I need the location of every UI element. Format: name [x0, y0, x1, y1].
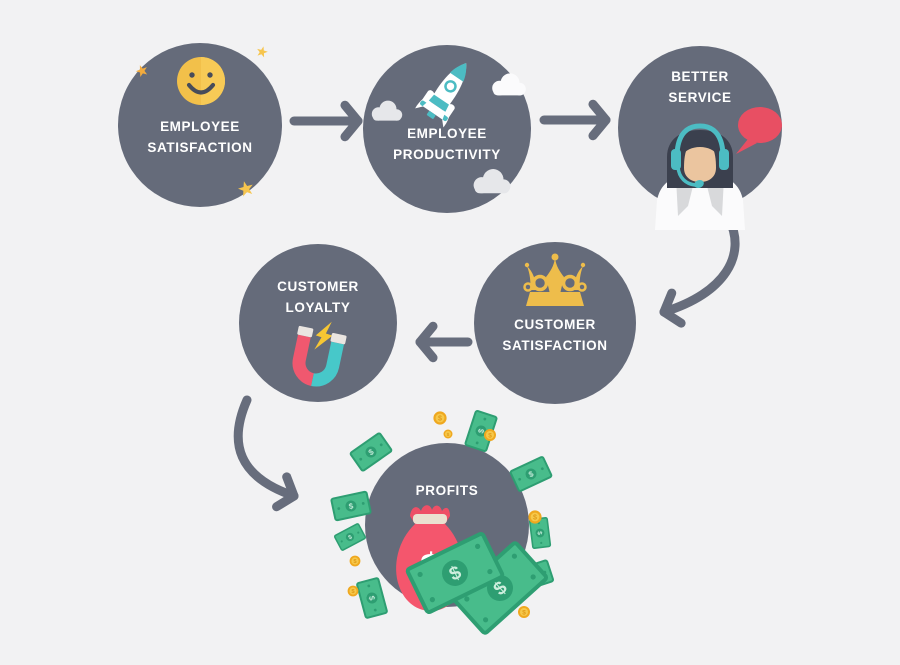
- coin-icon: [518, 606, 530, 618]
- node-circle-customer-loyalty: [239, 244, 397, 402]
- arrow-curved-down-left: [659, 214, 740, 328]
- rocket-icon: [415, 63, 467, 128]
- smiley-face-icon: [177, 57, 225, 105]
- coin-icon: [349, 555, 361, 567]
- coin-icon: [484, 429, 496, 441]
- coin-icon: [433, 411, 447, 425]
- dollar-bill-icon: [348, 431, 394, 473]
- coin-icon: [443, 429, 453, 439]
- node-circle-employee-satisfaction: [118, 43, 282, 207]
- crown-icon: [523, 253, 587, 306]
- arrow-curved-down-right: [233, 395, 299, 512]
- dollar-bill-icon: [509, 455, 553, 493]
- dollar-bill-icon: [355, 576, 389, 620]
- speech-bubble-icon: [736, 107, 782, 154]
- magnet-icon: [292, 325, 347, 387]
- lightning-bolt-icon: [314, 321, 333, 350]
- dollar-bill-icon: [330, 490, 372, 522]
- coin-icon: [528, 510, 542, 524]
- dollar-bill-icon: [333, 522, 367, 552]
- coin-icon: [347, 585, 359, 597]
- node-circle-customer-satisfaction: [474, 242, 636, 404]
- star-icon: [255, 44, 269, 58]
- support-agent-icon: [655, 123, 745, 230]
